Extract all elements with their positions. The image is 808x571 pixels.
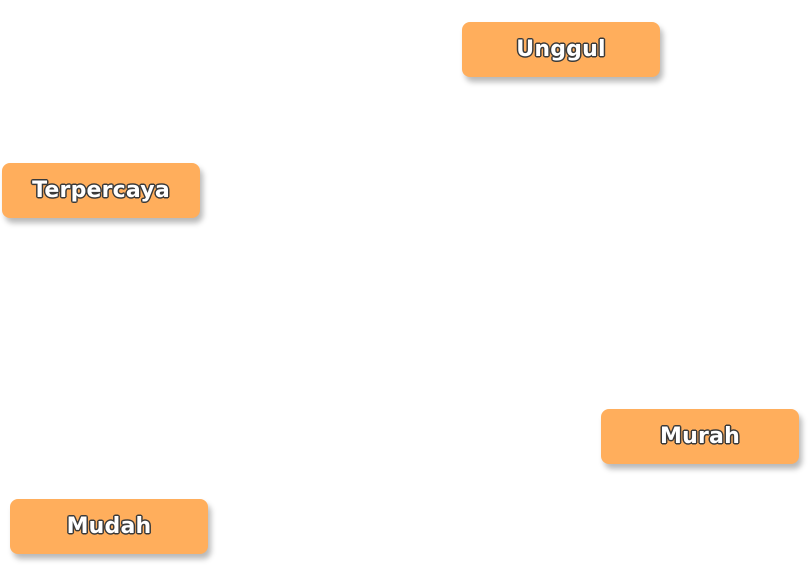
tag-label-murah: Murah [660,424,740,449]
tag-unggul: Unggul [462,22,660,77]
tag-murah: Murah [601,409,799,464]
tag-terpercaya: Terpercaya [2,163,200,218]
tag-label-terpercaya: Terpercaya [32,178,170,203]
tag-label-mudah: Mudah [66,514,152,539]
tag-mudah: Mudah [10,499,208,554]
tag-label-unggul: Unggul [516,37,606,62]
